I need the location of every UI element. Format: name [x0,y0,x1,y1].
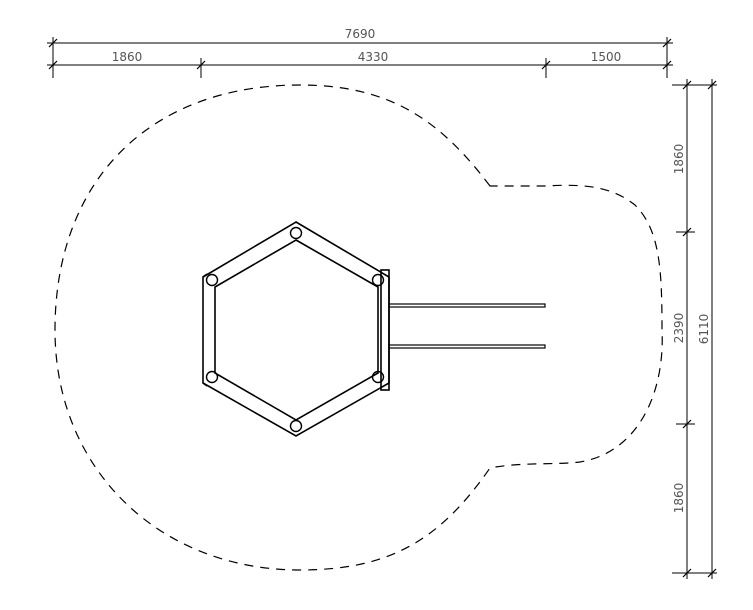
corner-post [205,273,219,287]
corner-post [289,226,303,240]
corner-post [205,370,219,384]
top-dimensions: 7690 1860 4330 1500 [47,27,673,78]
right-dimensions: 1860 2390 1860 6110 [672,79,717,579]
dim-segment-top-1: 1860 [112,50,143,64]
dim-total-right: 6110 [697,314,711,345]
hexagon-inner [214,239,379,421]
dim-total-top: 7690 [345,27,376,41]
slide-rail-lower [388,344,546,349]
dim-segment-right-1: 1860 [672,144,686,175]
corner-post [371,273,385,287]
slide-rails [388,303,546,349]
beam-end [202,273,208,278]
corner-post [371,370,385,384]
dim-segment-top-3: 1500 [591,50,622,64]
dim-segment-right-3: 1860 [672,483,686,514]
slide-rail-upper [388,303,546,308]
safety-zone-boundary [54,84,663,571]
beam-end [202,382,208,387]
hexagon-outer [202,221,390,437]
corner-post [289,419,303,433]
dim-segment-right-2: 2390 [672,313,686,344]
right-post [380,269,390,391]
dim-segment-top-2: 4330 [358,50,389,64]
hexagon-frame [202,221,390,437]
